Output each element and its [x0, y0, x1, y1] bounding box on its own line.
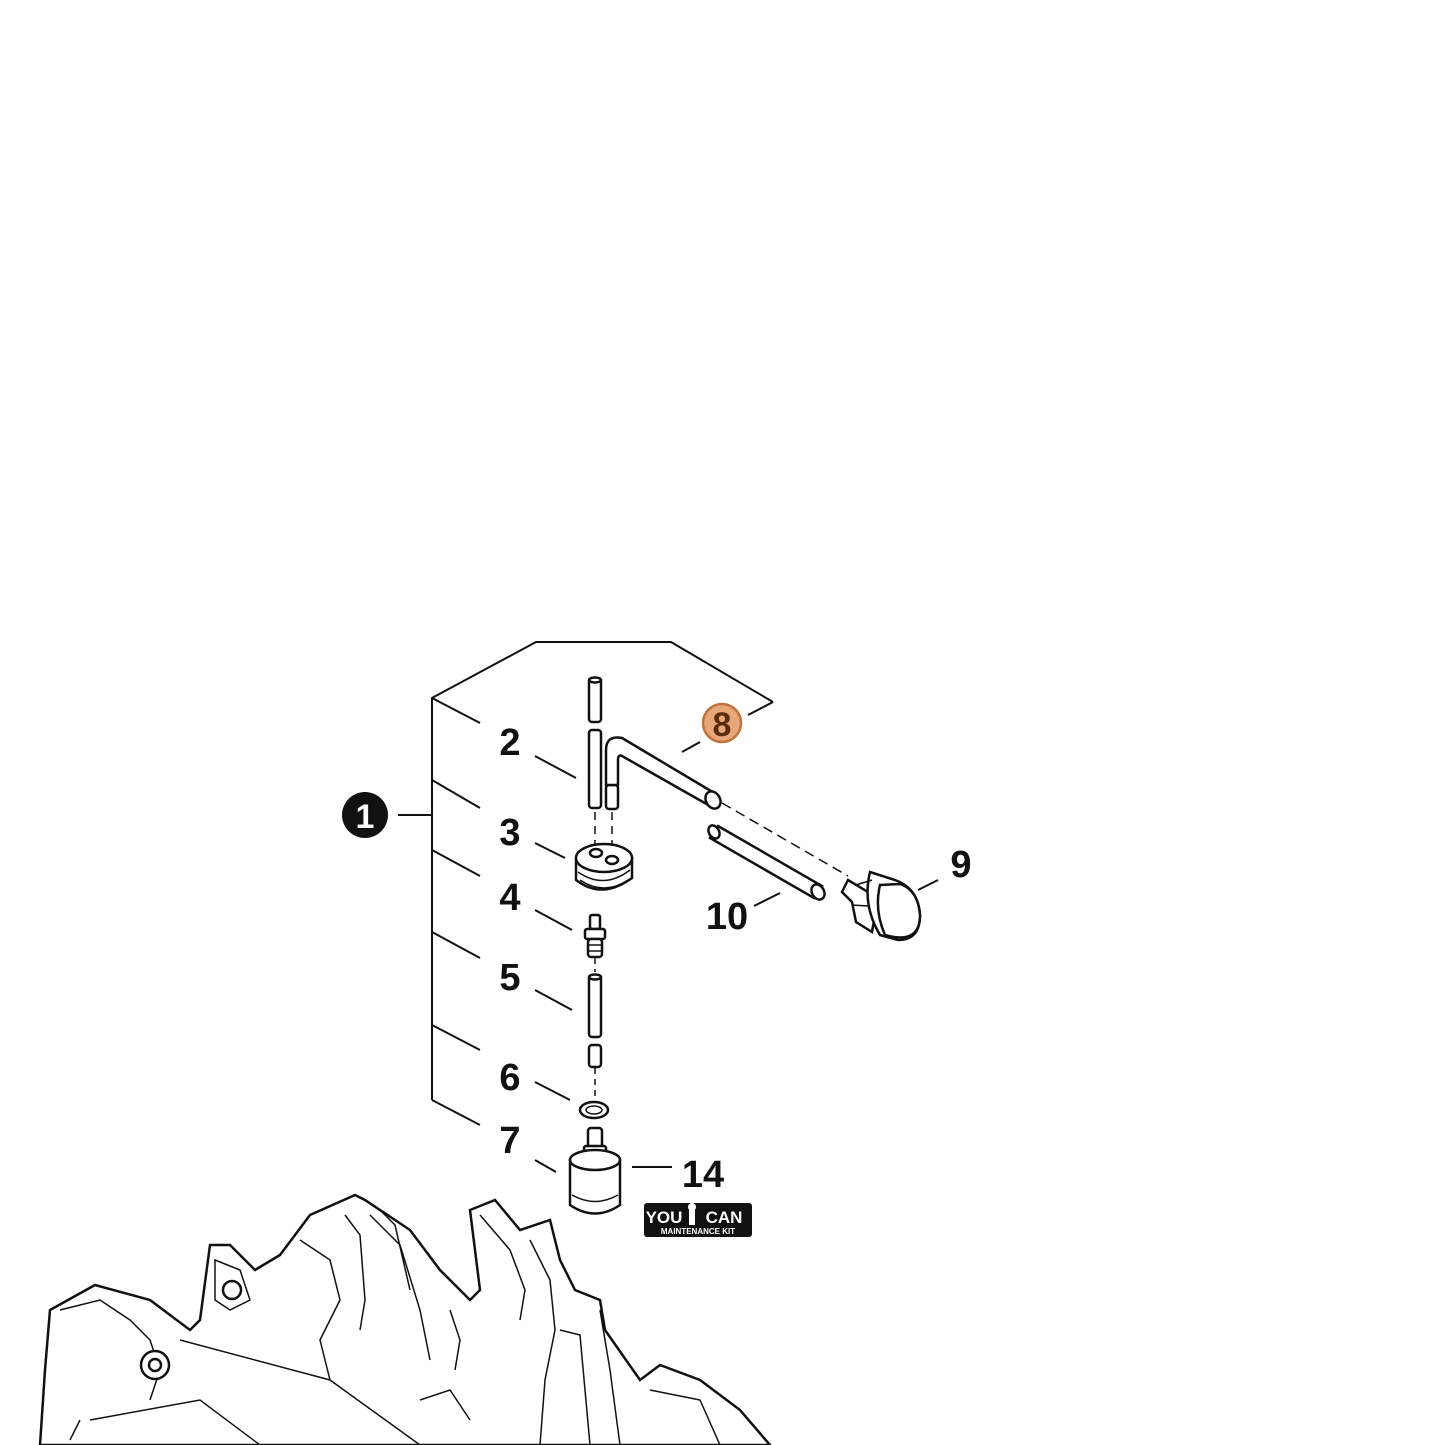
svg-text:8: 8 [713, 706, 732, 744]
part-2-tubes [587, 676, 620, 811]
callout-3: 3 [499, 812, 520, 854]
part-10-hose [707, 824, 826, 901]
assembly-guides [594, 802, 849, 1098]
callout-8-highlighted: 8 [701, 702, 743, 744]
assembly-bracket [398, 641, 774, 1126]
part-6-o-ring [578, 1100, 610, 1120]
part-7-fuel-filter [568, 1126, 622, 1215]
svg-text:1: 1 [356, 798, 375, 836]
callout-14: 14 [682, 1154, 724, 1196]
leader-lines [534, 741, 939, 1173]
part-4-valve [583, 913, 607, 959]
callout-6: 6 [499, 1057, 520, 1099]
base-housing [38, 1193, 772, 1445]
part-3-grommet [574, 842, 634, 891]
callout-4: 4 [499, 877, 520, 919]
svg-text:CAN: CAN [706, 1208, 743, 1227]
part-9-primer-bulb [840, 870, 922, 942]
callout-7: 7 [499, 1120, 520, 1162]
callout-5: 5 [499, 957, 520, 999]
callout-9: 9 [950, 844, 971, 886]
callout-2: 2 [499, 722, 520, 764]
svg-text:YOU: YOU [646, 1208, 683, 1227]
callout-10: 10 [706, 896, 748, 938]
part-5-tubes [587, 973, 603, 1069]
svg-text:MAINTENANCE KIT: MAINTENANCE KIT [661, 1227, 735, 1236]
youcan-maintenance-kit-logo: YOU CAN MAINTENANCE KIT [644, 1203, 752, 1237]
callout-1: 1 [342, 792, 388, 838]
part-8-bent-hose [604, 736, 722, 810]
